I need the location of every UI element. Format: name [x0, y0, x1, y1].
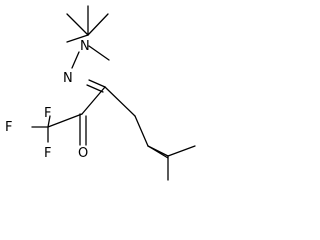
atom-label-o-ketone: O [78, 146, 88, 161]
atom-label-n-methyl: N [80, 39, 90, 54]
bond-carbonyl-cf3 [47, 113, 83, 128]
bond-imine-carbon-carbonyl [81, 86, 106, 115]
bond-imine-carbon-ch2 [104, 86, 136, 117]
atom-label-f-bottom: F [44, 146, 51, 161]
bond-tbu-nitrogen [66, 34, 89, 43]
atom-label-f-top: F [44, 106, 51, 121]
bond-c-n-double-b [86, 84, 104, 93]
bond-n-n [71, 51, 80, 69]
bond-n-methyl [88, 45, 110, 61]
atom-label-f-left: F [5, 120, 12, 135]
bond-c-n-double-a [88, 79, 106, 88]
bond-ch2-ch [134, 115, 149, 147]
bond-tbu-methyl-left [66, 13, 89, 36]
bond-tbu-methyl-right [87, 13, 109, 36]
atom-label-n-imine: N [63, 71, 73, 86]
structure-canvas: N N F F F O [5, 5, 196, 181]
molecule-diagram: N N F F F O [5, 5, 196, 181]
bond-ch-methyl-up [167, 145, 196, 157]
bond-cf3-f-top [47, 115, 51, 128]
bond-ch-methyl-right [147, 145, 169, 157]
